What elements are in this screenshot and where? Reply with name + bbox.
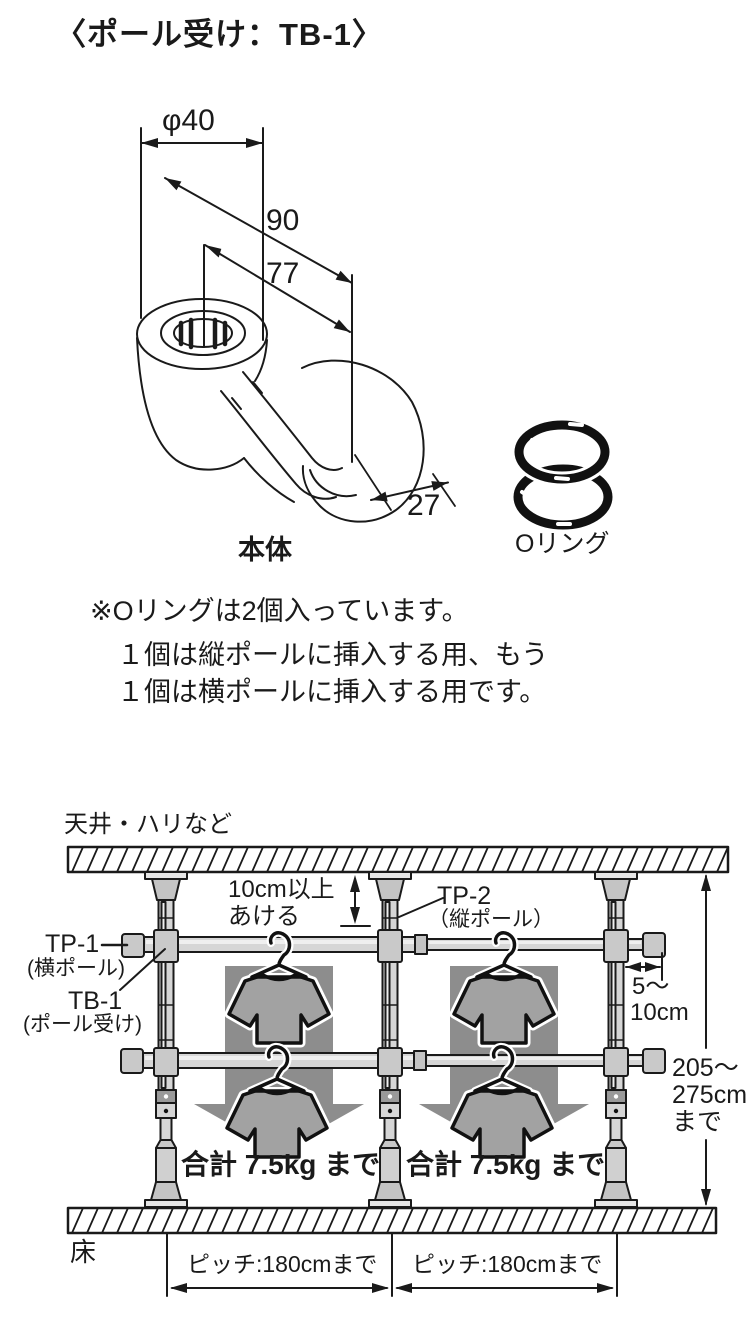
shirt-lower-left <box>222 1042 332 1162</box>
dim-77-label: 77 <box>266 257 300 290</box>
tb1-label: TB-1 <box>68 987 123 1015</box>
tp2-label: TP-2 <box>437 882 492 910</box>
vertical-poles <box>144 871 638 1208</box>
dimension-77 <box>203 244 351 348</box>
ceiling-beam <box>66 845 730 874</box>
overhang-label-1: 5〜 <box>632 973 670 1000</box>
pitch-label-right: ピッチ:180cmまで <box>412 1251 603 1277</box>
tb1-part-drawing <box>136 127 613 530</box>
dim-90-label: 90 <box>266 204 300 237</box>
note-line-1: ※Oリングは2個入っています。 <box>90 596 469 626</box>
shirt-upper-right <box>449 928 559 1048</box>
pitch-label-left: ピッチ:180cmまで <box>187 1251 378 1277</box>
height-range-label-1: 205〜 <box>672 1054 739 1082</box>
gap-note-line1: 10cm以上 <box>228 876 335 903</box>
height-range-label-3: まで <box>672 1108 723 1136</box>
floor-hatch <box>71 1207 714 1234</box>
dimension-27 <box>354 454 456 511</box>
note-line-3: １個は横ポールに挿入する用です。 <box>117 677 547 707</box>
height-range-label-2: 275cm <box>672 1081 748 1109</box>
tp1-sub-label: (横ポール) <box>27 957 125 980</box>
tp2-sub-label: （縦ポール） <box>428 908 554 931</box>
shirt-upper-left <box>224 928 334 1048</box>
tp1-label: TP-1 <box>45 930 100 958</box>
upper-horizontal-pole <box>121 932 666 958</box>
vertical-pole-left <box>144 871 188 1208</box>
load-limit-label-left: 合計 7.5kg まで <box>181 1149 381 1180</box>
shirts <box>222 928 559 1162</box>
dimension-overhang <box>625 952 663 981</box>
dimension-pitch-left <box>166 1233 393 1297</box>
vertical-pole-middle <box>368 871 412 1208</box>
oring-label: Oリング <box>515 530 610 558</box>
ceiling-label: 天井・ハリなど <box>64 811 232 838</box>
page-title: 〈ポール受け：TB-1〉 <box>55 17 384 52</box>
floor-beam <box>66 1206 718 1235</box>
tb1-sub-label: (ポール受け) <box>23 1013 142 1036</box>
floor-label: 床 <box>70 1237 97 1267</box>
installation-diagram <box>66 845 730 1297</box>
leader-lines <box>100 897 444 991</box>
oring-illustration <box>511 417 613 530</box>
body-label: 本体 <box>238 535 292 565</box>
dimension-90 <box>164 177 353 284</box>
vertical-pole-right <box>594 871 638 1208</box>
lower-horizontal-pole <box>120 1048 666 1074</box>
note-line-2: １個は縦ポールに挿入する用、もう <box>117 640 549 670</box>
dim-27-label: 27 <box>407 489 441 522</box>
tb1-body-illustration <box>136 298 425 527</box>
dim-phi40-label: φ40 <box>162 104 215 137</box>
dimension-ceiling-gap <box>340 875 371 927</box>
dimension-pitch-right <box>395 1233 618 1297</box>
load-limit-label-right: 合計 7.5kg まで <box>406 1149 606 1180</box>
dimension-height <box>701 874 711 1206</box>
gap-note-line2: あける <box>228 903 300 930</box>
overhang-label-2: 10cm <box>630 999 689 1026</box>
shirt-lower-right <box>447 1042 557 1162</box>
ceiling-hatch <box>71 846 729 873</box>
